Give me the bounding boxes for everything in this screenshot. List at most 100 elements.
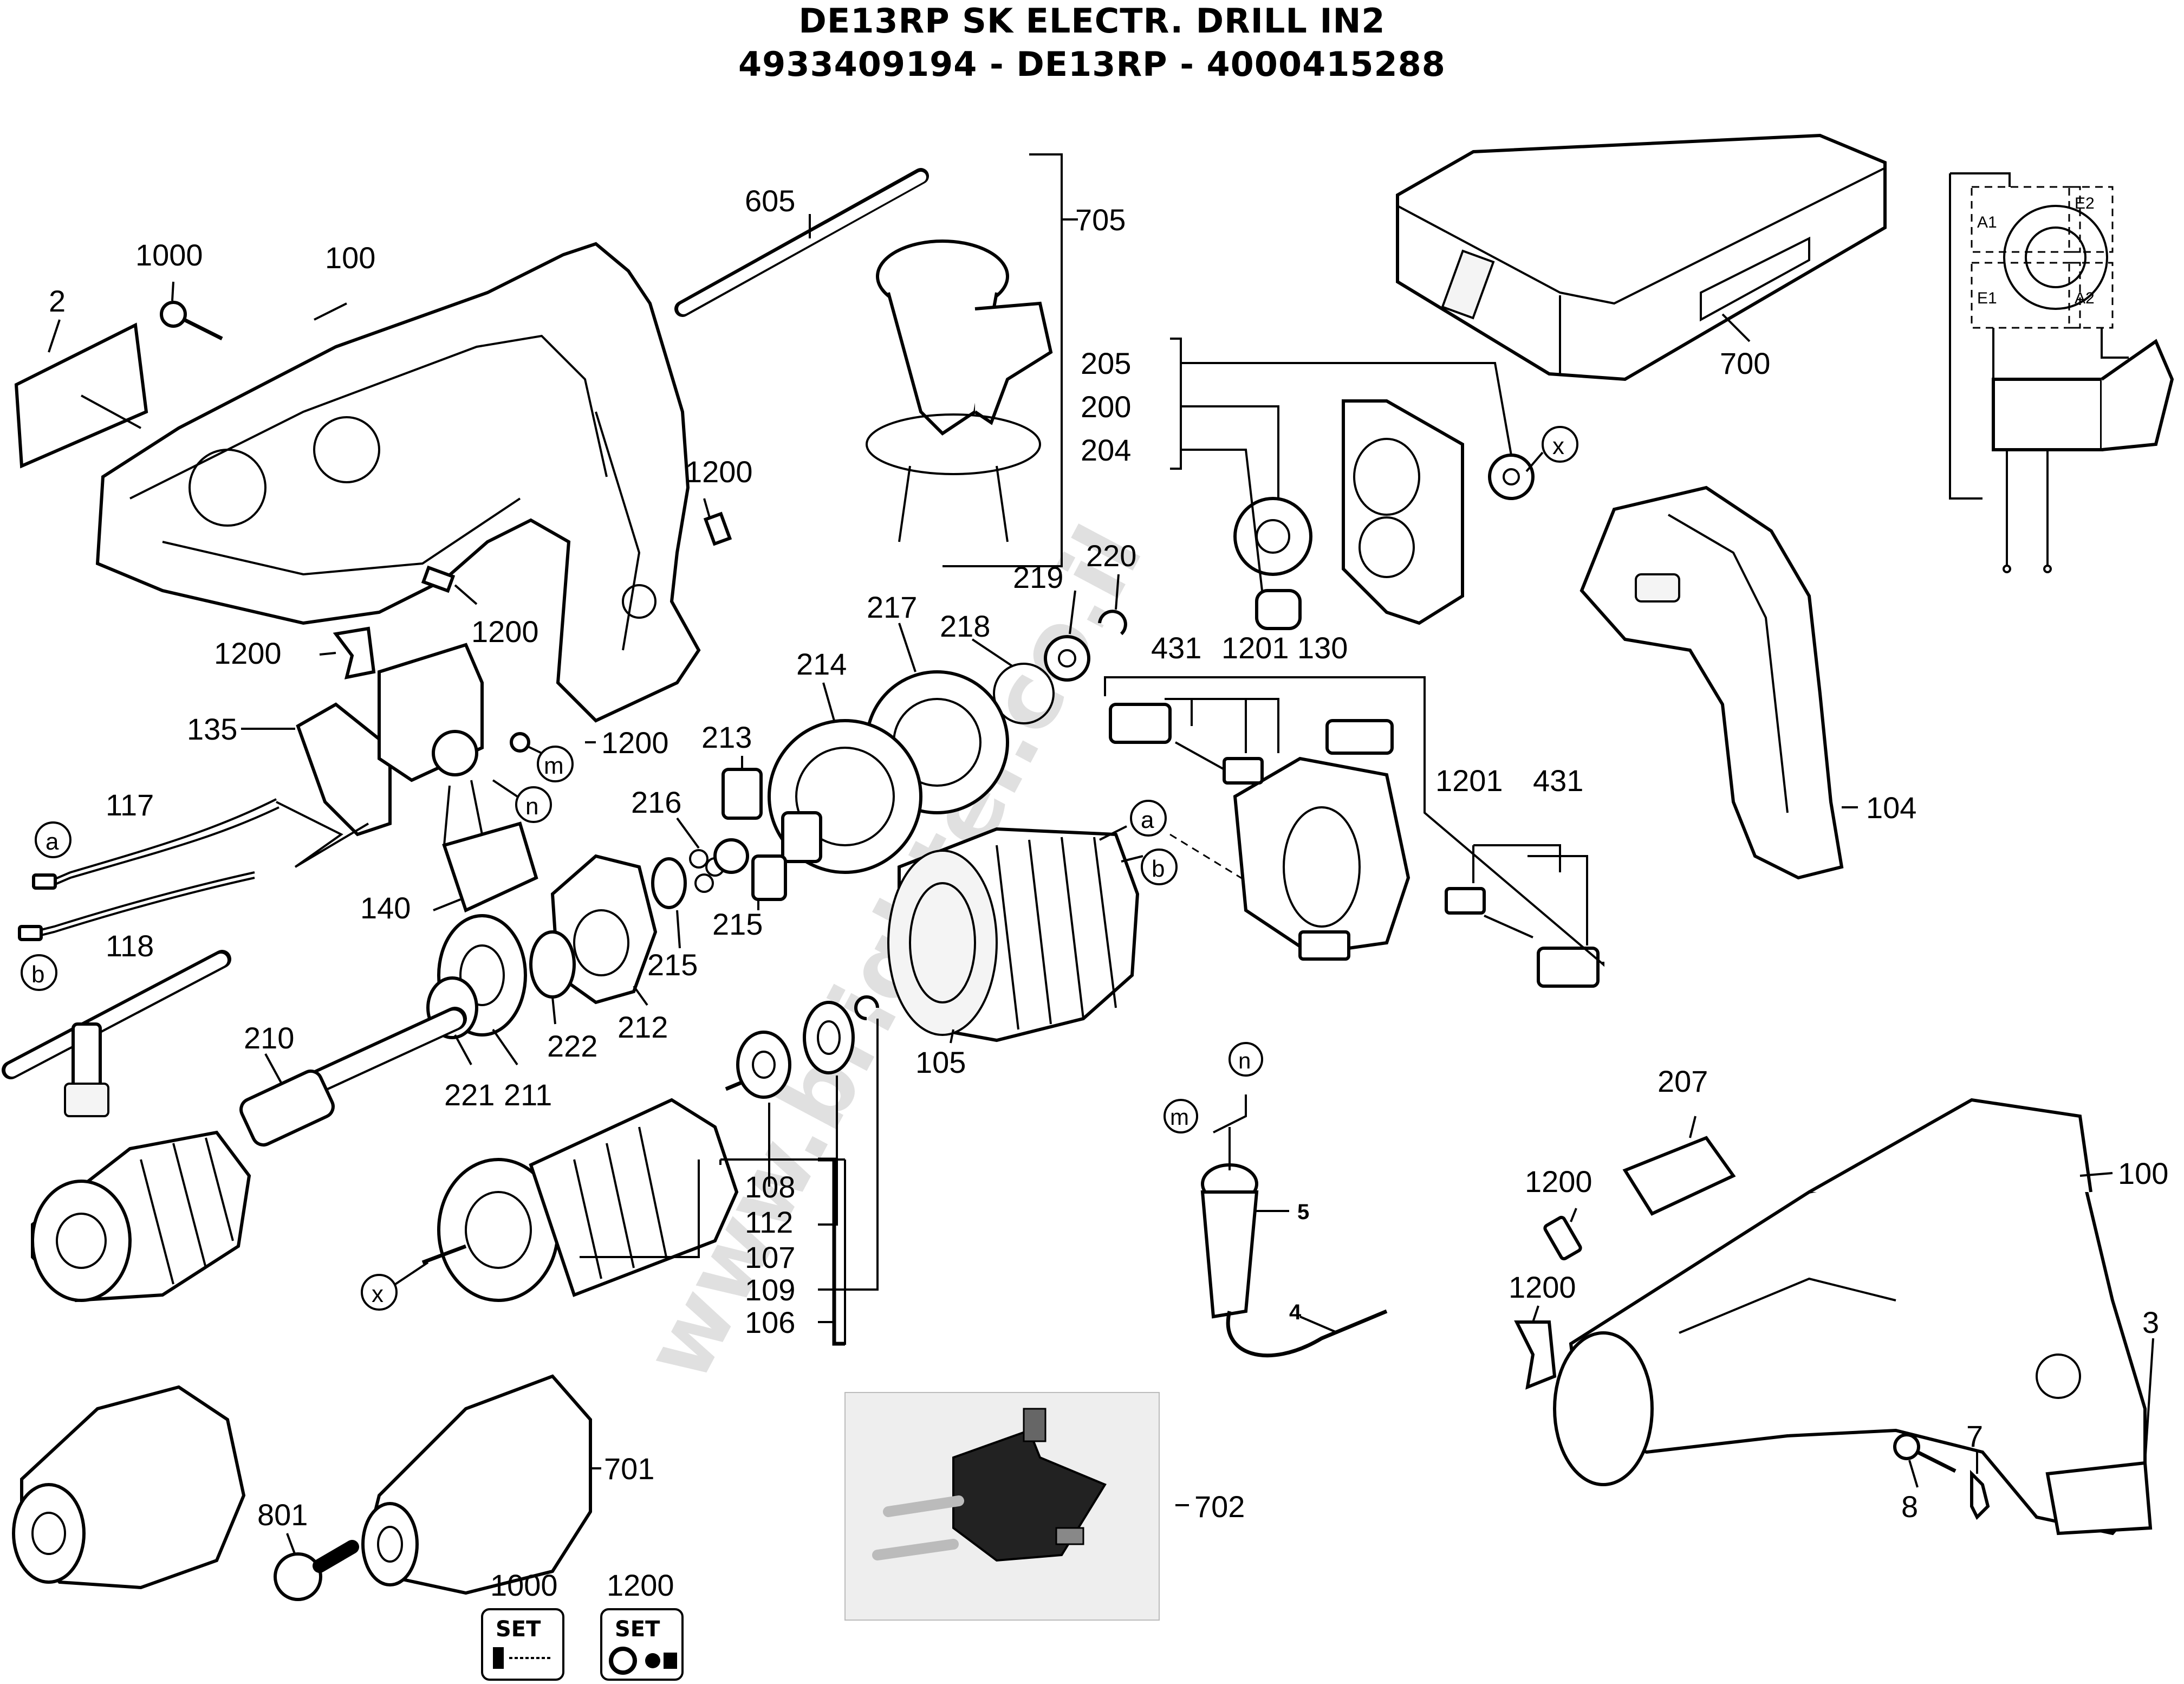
gear-204 bbox=[1233, 497, 1312, 576]
switch-135 bbox=[296, 643, 542, 913]
callout-n-switch bbox=[515, 786, 552, 823]
chuck-key bbox=[2, 950, 231, 1117]
keyless-chuck-left bbox=[12, 1385, 246, 1590]
leader-lines bbox=[241, 214, 2154, 1556]
svg-text:m: m bbox=[1170, 1104, 1189, 1130]
label-705: 705 bbox=[1075, 203, 1126, 237]
sleeve-112 bbox=[803, 1001, 855, 1074]
label-1000: 1000 bbox=[135, 238, 203, 272]
label-218: 218 bbox=[940, 609, 990, 643]
bracket-200 bbox=[1170, 338, 1182, 470]
diagram-subtitle: 4933409194 - DE13RP - 4000415288 bbox=[738, 44, 1446, 84]
bearing-218 bbox=[993, 663, 1055, 724]
capacitor-140 bbox=[442, 821, 538, 913]
callout-m-cord bbox=[1164, 1099, 1198, 1134]
bracket-130 bbox=[1104, 676, 1604, 967]
label-118: 118 bbox=[106, 929, 154, 963]
set-1000-icon: SET bbox=[481, 1608, 564, 1681]
label-431-bottom: 431 bbox=[1533, 763, 1583, 798]
label-100-bottom: 100 bbox=[2118, 1156, 2168, 1190]
cover-207 bbox=[1622, 1136, 1736, 1216]
label-204: 204 bbox=[1081, 433, 1131, 467]
circlip-220 bbox=[1098, 610, 1127, 636]
label-1200-b: 1200 bbox=[471, 614, 539, 649]
housing-half-100 bbox=[95, 242, 701, 723]
svg-text:SET: SET bbox=[615, 1617, 660, 1642]
wiring-e2: E2 bbox=[2075, 195, 2095, 212]
label-700: 700 bbox=[1720, 346, 1770, 380]
label-3 bbox=[2045, 1461, 2153, 1536]
label-215-a: 215 bbox=[712, 907, 763, 941]
diagram-title: DE13RP SK ELECTR. DRILL IN2 bbox=[798, 1, 1386, 41]
label-213: 213 bbox=[701, 720, 752, 754]
label-5: 5 bbox=[1297, 1200, 1309, 1224]
label-216: 216 bbox=[631, 785, 681, 819]
label-431-top: 431 bbox=[1151, 631, 1201, 665]
clip-1200-c bbox=[333, 626, 376, 679]
label-130: 130 bbox=[1297, 631, 1348, 665]
assembled-drill bbox=[1514, 1098, 2153, 1536]
plug-adapter-702 bbox=[844, 1392, 1189, 1621]
cord-detail bbox=[1200, 1094, 1388, 1358]
label-205: 205 bbox=[1081, 346, 1131, 380]
label-set-1200: 1200 bbox=[607, 1568, 674, 1602]
keyed-chuck bbox=[31, 1130, 251, 1303]
wiring-e1: E1 bbox=[1977, 289, 1997, 307]
side-handle-705 bbox=[866, 239, 1053, 542]
pin-1200-a bbox=[703, 511, 732, 546]
label-117: 117 bbox=[106, 788, 154, 822]
label-214: 214 bbox=[796, 647, 847, 681]
washer-215 bbox=[713, 838, 749, 874]
svg-text:a: a bbox=[46, 828, 59, 855]
label-100-top: 100 bbox=[325, 241, 375, 275]
callout-x-armature bbox=[361, 1274, 398, 1311]
label-3: 3 bbox=[2142, 1305, 2159, 1339]
screw-801 bbox=[274, 1540, 359, 1601]
label-1201-top: 1201 bbox=[1221, 631, 1289, 665]
part-labels: 605 705 1000 100 2 1200 1200 1200 1200 1… bbox=[49, 184, 2168, 1602]
brush-cap-431-top bbox=[1109, 703, 1172, 744]
keyless-chuck-701 bbox=[361, 1374, 601, 1595]
bearing-205 bbox=[1255, 589, 1302, 630]
gear-housing-200 bbox=[1233, 399, 1535, 630]
label-112: 112 bbox=[745, 1205, 793, 1239]
svg-text:x: x bbox=[372, 1281, 384, 1307]
label-220: 220 bbox=[1086, 539, 1136, 573]
brush-1201-bottom bbox=[1445, 887, 1486, 915]
svg-text:m: m bbox=[544, 753, 564, 779]
bearing-108 bbox=[736, 1031, 791, 1099]
callout-x-top bbox=[1542, 426, 1578, 463]
wiring-a1: A1 bbox=[1977, 213, 1997, 231]
gear-train bbox=[651, 610, 1127, 909]
screw-8 bbox=[1893, 1433, 1920, 1460]
svg-text:b: b bbox=[1152, 856, 1165, 882]
spring-top bbox=[1175, 741, 1225, 770]
label-215-b: 215 bbox=[647, 948, 698, 982]
armature-107 bbox=[421, 995, 879, 1302]
wiring-diagram: A1 E2 E1 A2 bbox=[1949, 172, 2174, 573]
label-2: 2 bbox=[49, 284, 66, 318]
callout-m-switch bbox=[537, 746, 574, 782]
label-105: 105 bbox=[915, 1045, 966, 1079]
label-4: 4 bbox=[1289, 1300, 1302, 1324]
svg-text:x: x bbox=[1552, 433, 1564, 459]
callout-n-cord bbox=[1228, 1042, 1263, 1077]
label-207: 207 bbox=[1658, 1064, 1708, 1098]
label-1201-bottom: 1201 bbox=[1435, 763, 1503, 798]
svg-text:n: n bbox=[525, 793, 538, 820]
label-219: 219 bbox=[1013, 560, 1063, 594]
label-221: 221 bbox=[444, 1078, 495, 1112]
screw-1000 bbox=[160, 281, 223, 341]
label-7: 7 bbox=[1966, 1419, 1983, 1453]
callout-b-stator bbox=[1141, 849, 1178, 885]
label-1200-d: 1200 bbox=[601, 726, 669, 760]
svg-text:n: n bbox=[1238, 1048, 1251, 1073]
label-107: 107 bbox=[745, 1240, 795, 1274]
clip-1200-f bbox=[1514, 1320, 1557, 1390]
label-210: 210 bbox=[244, 1021, 294, 1055]
circlip-109 bbox=[854, 995, 879, 1020]
clamp-7 bbox=[1970, 1469, 1990, 1520]
label-106: 106 bbox=[745, 1305, 795, 1339]
